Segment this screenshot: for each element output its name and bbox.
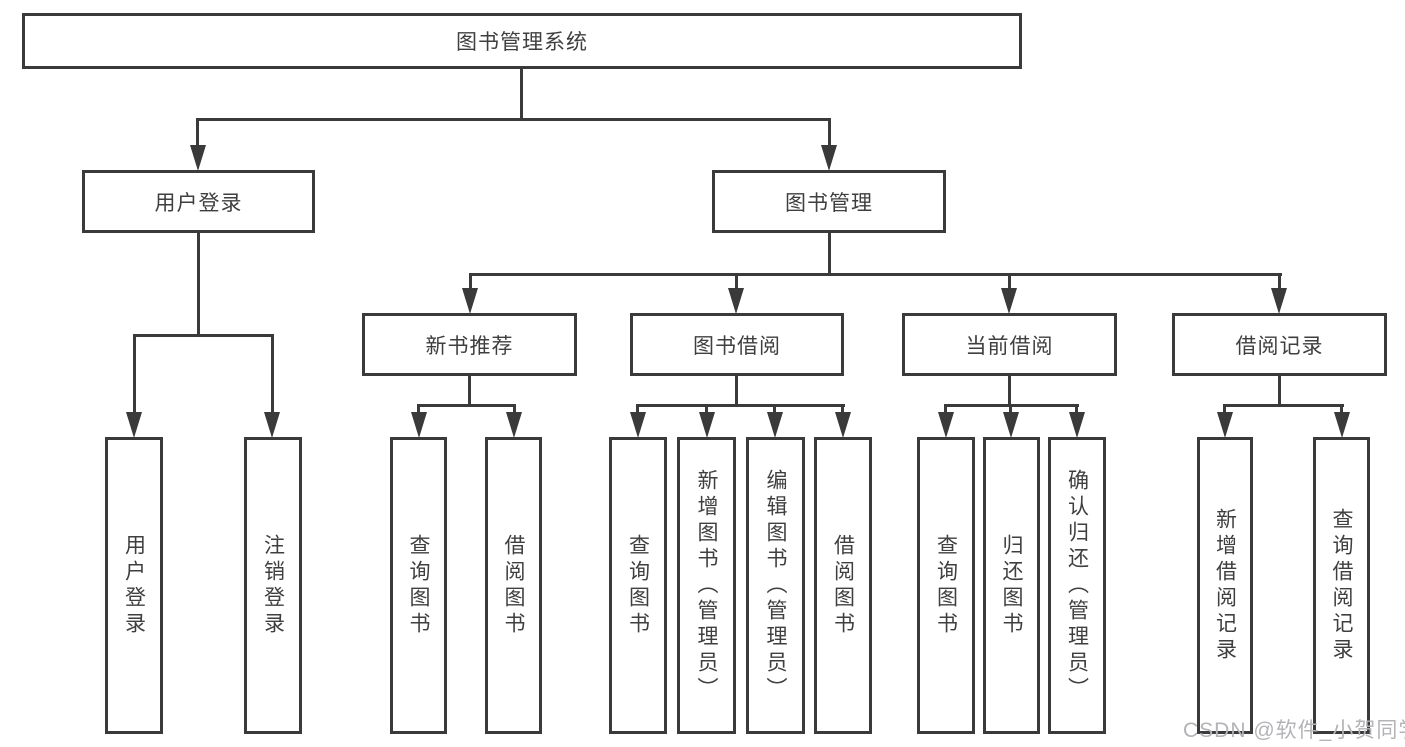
connector-line (1075, 404, 1078, 416)
arrow-down-icon (190, 145, 206, 171)
connector-line (520, 67, 523, 120)
leaf-logout-label: 注销登录 (261, 533, 285, 638)
node-book-borrow: 图书借阅 (630, 313, 844, 376)
arrow-down-icon (411, 412, 427, 438)
connector-line (735, 273, 738, 291)
node-new-book-recommend-label: 新书推荐 (425, 334, 514, 358)
node-current-borrow-label: 当前借阅 (965, 334, 1054, 358)
connector-line (197, 231, 200, 337)
leaf-borrow-book: 借阅图书 (814, 437, 872, 734)
arrow-down-icon (1003, 412, 1019, 438)
node-current-borrow: 当前借阅 (902, 313, 1117, 376)
leaf-confirm-return-admin: 确认归还（管理员） (1048, 437, 1106, 734)
connector-line (1008, 374, 1011, 407)
arrow-down-icon (264, 412, 280, 438)
node-book-borrow-label: 图书借阅 (693, 334, 781, 358)
node-borrow-record-label: 借阅记录 (1235, 334, 1324, 358)
arrow-down-icon (699, 412, 715, 438)
leaf-recommend-query-book: 查询图书 (390, 437, 447, 734)
connector-line (828, 231, 831, 276)
connector-line (468, 374, 471, 407)
connector-line (828, 118, 831, 148)
arrow-down-icon (767, 412, 783, 438)
arrow-down-icon (462, 288, 478, 314)
node-book-management-label: 图书管理 (785, 191, 873, 215)
connector-line (636, 404, 845, 407)
arrow-down-icon (1217, 412, 1233, 438)
arrow-down-icon (835, 412, 851, 438)
connector-line (841, 404, 844, 416)
leaf-recommend-borrow-book-label: 借阅图书 (502, 533, 525, 638)
connector-line (636, 404, 639, 416)
arrow-down-icon (1001, 288, 1017, 314)
connector-line (1340, 404, 1343, 416)
connector-line (417, 404, 516, 407)
connector-line (271, 334, 274, 414)
leaf-add-borrow-record-label: 新增借阅记录 (1213, 507, 1237, 664)
csdn-watermark: CSDN @软件_小贺同学 (1183, 719, 1405, 742)
leaf-current-query-book: 查询图书 (917, 437, 975, 734)
leaf-borrow-query-book: 查询图书 (609, 437, 667, 734)
arrow-down-icon (1271, 288, 1287, 314)
connector-line (133, 334, 274, 337)
leaf-return-book-label: 归还图书 (1000, 533, 1023, 638)
leaf-edit-book-admin: 编辑图书（管理员） (746, 437, 805, 734)
leaf-return-book: 归还图书 (983, 437, 1040, 734)
connector-line (469, 273, 1282, 276)
leaf-recommend-query-book-label: 查询图书 (407, 533, 430, 638)
arrow-down-icon (938, 412, 954, 438)
connector-line (1009, 404, 1012, 416)
connector-line (944, 404, 947, 416)
leaf-edit-book-admin-label: 编辑图书（管理员） (764, 468, 787, 703)
arrow-down-icon (630, 412, 646, 438)
connector-line (417, 404, 420, 416)
leaf-borrow-book-label: 借阅图书 (831, 533, 855, 638)
connector-line (1278, 374, 1281, 407)
leaf-user-login-label: 用户登录 (122, 533, 146, 638)
leaf-confirm-return-admin-label: 确认归还（管理员） (1065, 468, 1089, 703)
connector-line (1278, 273, 1281, 291)
connector-line (1223, 404, 1344, 407)
arrow-down-icon (1334, 412, 1350, 438)
arrow-down-icon (126, 412, 142, 438)
leaf-borrow-query-book-label: 查询图书 (626, 533, 650, 638)
node-user-login-label: 用户登录 (154, 191, 243, 215)
node-root: 图书管理系统 (22, 13, 1022, 69)
arrow-down-icon (506, 412, 522, 438)
leaf-logout: 注销登录 (244, 437, 302, 734)
leaf-current-query-book-label: 查询图书 (934, 533, 958, 638)
connector-line (197, 118, 831, 121)
node-book-management: 图书管理 (712, 170, 946, 233)
arrow-down-icon (821, 145, 837, 171)
node-new-book-recommend: 新书推荐 (362, 313, 577, 376)
connector-line (773, 404, 776, 416)
leaf-query-borrow-record-label: 查询借阅记录 (1330, 507, 1353, 664)
node-borrow-record: 借阅记录 (1172, 313, 1387, 376)
connector-line (735, 374, 738, 407)
leaf-query-borrow-record: 查询借阅记录 (1313, 437, 1370, 734)
connector-line (513, 404, 516, 416)
connector-line (469, 273, 472, 291)
leaf-add-book-admin: 新增图书（管理员） (677, 437, 736, 734)
node-user-login: 用户登录 (82, 170, 315, 233)
leaf-add-borrow-record: 新增借阅记录 (1197, 437, 1253, 734)
arrow-down-icon (728, 288, 744, 314)
connector-line (1008, 273, 1011, 291)
connector-line (1223, 404, 1226, 416)
connector-line (705, 404, 708, 416)
connector-line (196, 118, 199, 148)
connector-line (133, 334, 136, 414)
node-root-label: 图书管理系统 (456, 31, 588, 54)
leaf-recommend-borrow-book: 借阅图书 (485, 437, 542, 734)
arrow-down-icon (1069, 412, 1085, 438)
leaf-add-book-admin-label: 新增图书（管理员） (695, 468, 718, 703)
leaf-user-login: 用户登录 (105, 437, 163, 734)
